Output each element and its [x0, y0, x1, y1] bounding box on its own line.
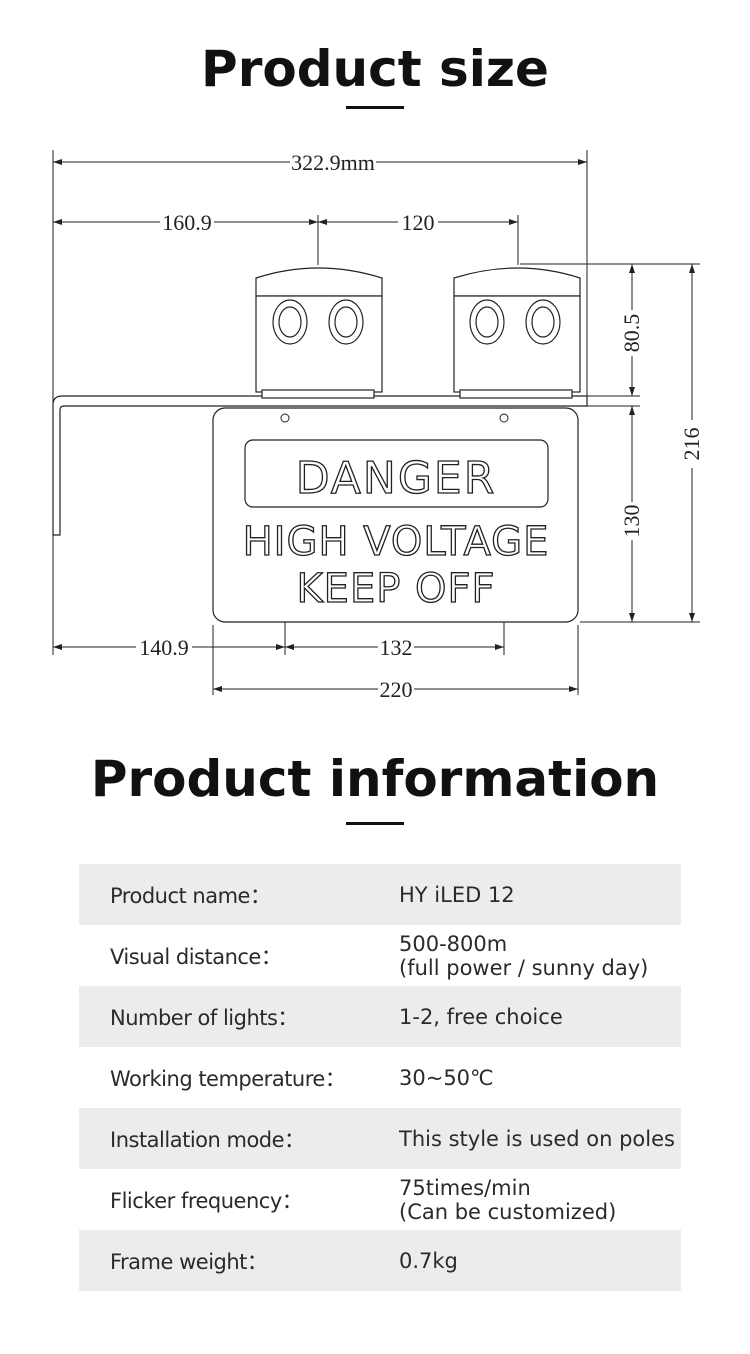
- info-value-line: 0.7kg: [399, 1248, 458, 1273]
- dim-total-height: 216: [679, 428, 704, 461]
- product-info-table: Product name： HY iLED 12 Visual distance： 5…: [79, 864, 681, 1291]
- info-value: 0.7kg: [370, 1230, 681, 1291]
- info-label: Product name：: [79, 864, 370, 925]
- info-value-line: 1-2, free choice: [399, 1004, 563, 1029]
- sign-text-danger: DANGER: [296, 453, 497, 504]
- info-value-line: 75times/min: [399, 1175, 531, 1200]
- info-label: Number of lights：: [79, 986, 370, 1047]
- dim-plate-width: 220: [380, 677, 413, 702]
- info-label: Working temperature：: [110, 1066, 346, 1091]
- info-row: Product name： HY iLED 12: [79, 864, 681, 925]
- product-dimension-drawing: DANGER HIGH VOLTAGE KEEP OFF 322.9mm 160…: [52, 150, 704, 702]
- info-value-line-2: (full power / sunny day): [399, 955, 649, 980]
- info-value: 1-2, free choice: [370, 986, 681, 1047]
- beacon-lamp-left: [255, 267, 383, 399]
- dim-plate-height: 130: [619, 505, 644, 538]
- product-information-title: Product information: [90, 750, 660, 808]
- dim-hole-spacing: 132: [380, 635, 413, 660]
- info-row: Flicker frequency： 75times/min(Can be cus…: [79, 1169, 681, 1230]
- dim-lamp-spacing: 120: [402, 210, 435, 235]
- info-row: Frame weight： 0.7kg: [79, 1230, 681, 1291]
- title-underline: [346, 106, 404, 109]
- dim-total-width: 322.9mm: [291, 150, 375, 175]
- info-label: Frame weight：: [79, 1230, 370, 1291]
- info-value-line: This style is used on poles: [399, 1126, 675, 1151]
- info-value-line: HY iLED 12: [399, 882, 515, 907]
- info-row: Number of lights： 1-2, free choice: [79, 986, 681, 1047]
- sign-text-high-voltage: HIGH VOLTAGE: [243, 519, 550, 565]
- product-size-title: Product size: [201, 40, 549, 98]
- dim-left-bottom: 140.9: [139, 635, 189, 660]
- mounting-bracket: [52, 395, 588, 536]
- info-value-line-2: (Can be customized): [399, 1199, 617, 1224]
- info-row: Working temperature： 30~50℃: [79, 1047, 681, 1108]
- info-value: 75times/min(Can be customized): [370, 1169, 681, 1230]
- beacon-lamp-right: [453, 267, 581, 399]
- info-label: Flicker frequency：: [110, 1188, 303, 1213]
- info-value: 500-800m(full power / sunny day): [370, 925, 681, 986]
- danger-sign-plate: DANGER HIGH VOLTAGE KEEP OFF: [212, 407, 579, 623]
- info-value: 30~50℃: [370, 1047, 681, 1108]
- info-row: Visual distance： 500-800m(full power / su…: [79, 925, 681, 986]
- title-underline: [346, 822, 404, 825]
- info-value: HY iLED 12: [370, 864, 681, 925]
- dim-lamp-height: 80.5: [619, 314, 644, 353]
- dim-left-offset: 160.9: [162, 210, 212, 235]
- info-label: Installation mode：: [79, 1108, 370, 1169]
- info-row: Installation mode： This style is used on …: [79, 1108, 681, 1169]
- info-value: This style is used on poles: [370, 1108, 681, 1169]
- info-value-line: 500-800m: [399, 931, 508, 956]
- info-value-line: 30~50℃: [399, 1065, 494, 1090]
- info-label: Visual distance：: [110, 944, 282, 969]
- sign-text-keep-off: KEEP OFF: [296, 566, 495, 612]
